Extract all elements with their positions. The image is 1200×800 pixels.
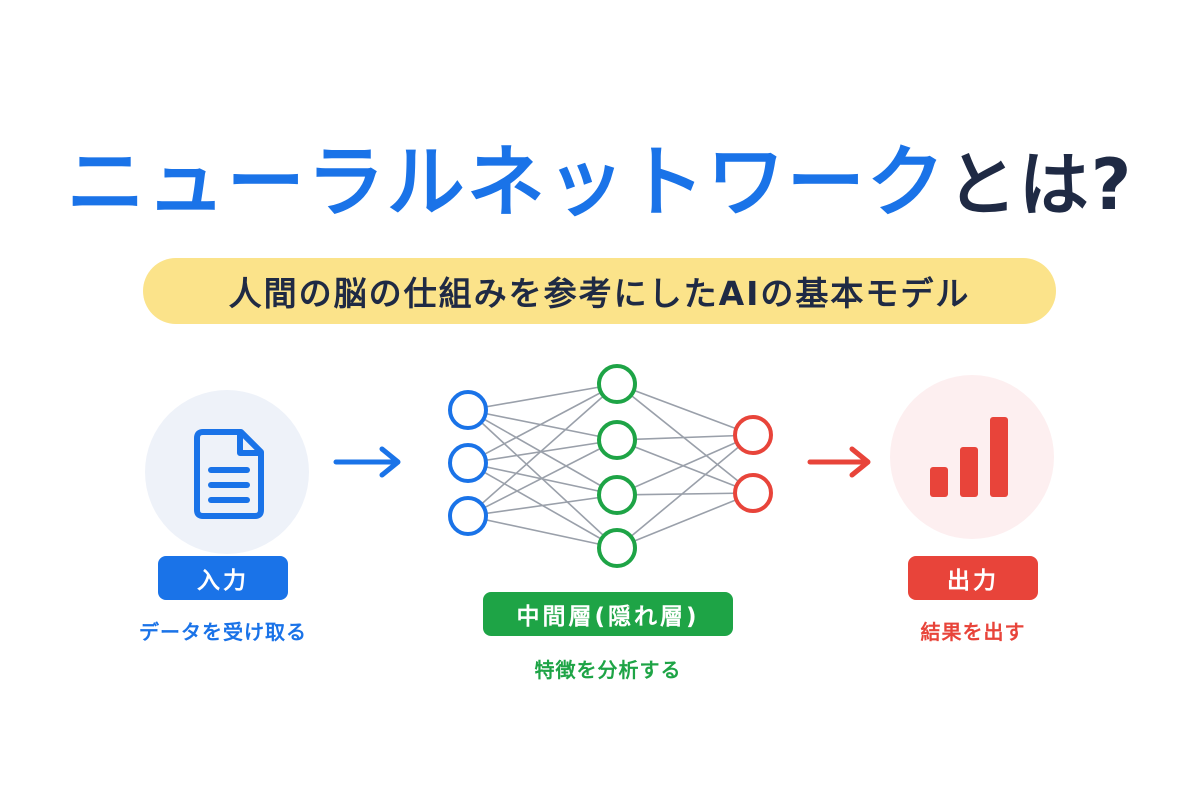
hidden-node [597,475,637,515]
network-edge [467,515,618,549]
subtitle-text: 人間の脳の仕組みを参考にしたAIの基本モデル [228,274,971,313]
network-edge [467,409,618,441]
network-edge [467,439,618,517]
input-node [448,496,488,536]
title-tail: とは? [946,144,1134,226]
network-edge [467,494,618,517]
network-edge [616,434,754,496]
network-edge [616,439,754,494]
network-edge [616,434,754,549]
network-edge [467,383,618,411]
document-icon [194,429,264,519]
subtitle-banner: 人間の脳の仕組みを参考にしたAIの基本モデル [143,258,1056,324]
bar-chart-icon [930,417,1008,497]
hidden-caption: 特徴を分析する [534,658,682,682]
hidden-node [597,528,637,568]
input-badge: 入力 [158,556,288,600]
network-edge [467,383,618,464]
neural-network [448,364,773,568]
output-icon-circle [890,375,1054,539]
output-badge: 出力 [908,556,1038,600]
hidden-node [597,364,637,404]
input-node [448,390,488,430]
arrow-right-icon [807,446,871,478]
output-caption: 結果を出す [920,620,1026,644]
network-edge [616,383,754,436]
input-caption: データを受け取る [139,620,307,644]
network-edge [616,492,754,496]
input-icon-circle [145,390,309,554]
network-edge [616,492,754,549]
page-title: ニューラルネットワークとは? [0,128,1200,240]
title-main: ニューラルネットワーク [66,138,947,228]
input-node [448,443,488,483]
network-edge [616,383,754,494]
network-edge [616,434,754,441]
hidden-badge: 中間層(隠れ層) [483,592,733,636]
network-edge [467,409,618,496]
network-edge [467,462,618,496]
network-edge [467,439,618,464]
network-edge [467,383,618,517]
arrow-right-icon [333,446,401,478]
output-node [733,415,773,455]
hidden-node [597,420,637,460]
output-node [733,473,773,513]
